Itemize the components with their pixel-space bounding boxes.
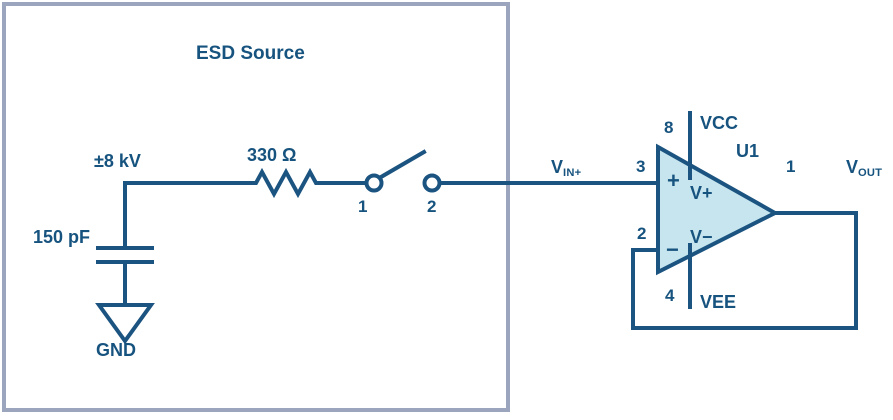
ground-symbol [95, 303, 155, 345]
resistor-330-ohm [248, 167, 324, 199]
capacitor-value-label: 150 pF [33, 227, 91, 247]
opamp-triangle-body [656, 143, 780, 276]
esd-source-box [2, 2, 510, 412]
opamp-pin-3-label: 3 [636, 157, 646, 176]
opamp-designator-label: U1 [736, 141, 760, 161]
resistor-value-label: 330 Ω [247, 145, 297, 165]
switch-terminal-1-node[interactable] [364, 173, 384, 193]
opamp-pin-4-label: 4 [665, 286, 675, 305]
switch-lever [378, 149, 427, 180]
vout-label: VOUT [846, 157, 883, 180]
opamp-pin-2-label: 2 [637, 224, 647, 243]
opamp-pin-1-label: 1 [786, 157, 796, 176]
esd-source-title: ESD Source [196, 43, 305, 64]
switch-terminal-1-label: 1 [358, 197, 368, 216]
vin-plus-symbol: V [551, 157, 564, 177]
feedback-loop-wire [631, 211, 858, 330]
voltage-source-label: ±8 kV [94, 151, 141, 171]
vcc-rail-label: VCC [700, 113, 739, 133]
opamp-plus-input-symbol: + [667, 168, 680, 193]
opamp-v-minus-label: V− [690, 227, 713, 247]
vin-plus-subscript: IN+ [563, 167, 582, 180]
ground-label: GND [96, 340, 136, 360]
opamp-v-plus-label: V+ [690, 183, 713, 203]
switch-terminal-2-label: 2 [427, 197, 437, 216]
vee-rail-label: VEE [700, 292, 737, 312]
vin-plus-label: VIN+ [551, 157, 582, 180]
vout-symbol: V [846, 157, 859, 177]
opamp-minus-input-symbol: − [666, 237, 679, 262]
vout-subscript: OUT [858, 167, 883, 180]
switch-terminal-2-node[interactable] [422, 173, 442, 193]
opamp-pin-8-label: 8 [664, 118, 674, 137]
